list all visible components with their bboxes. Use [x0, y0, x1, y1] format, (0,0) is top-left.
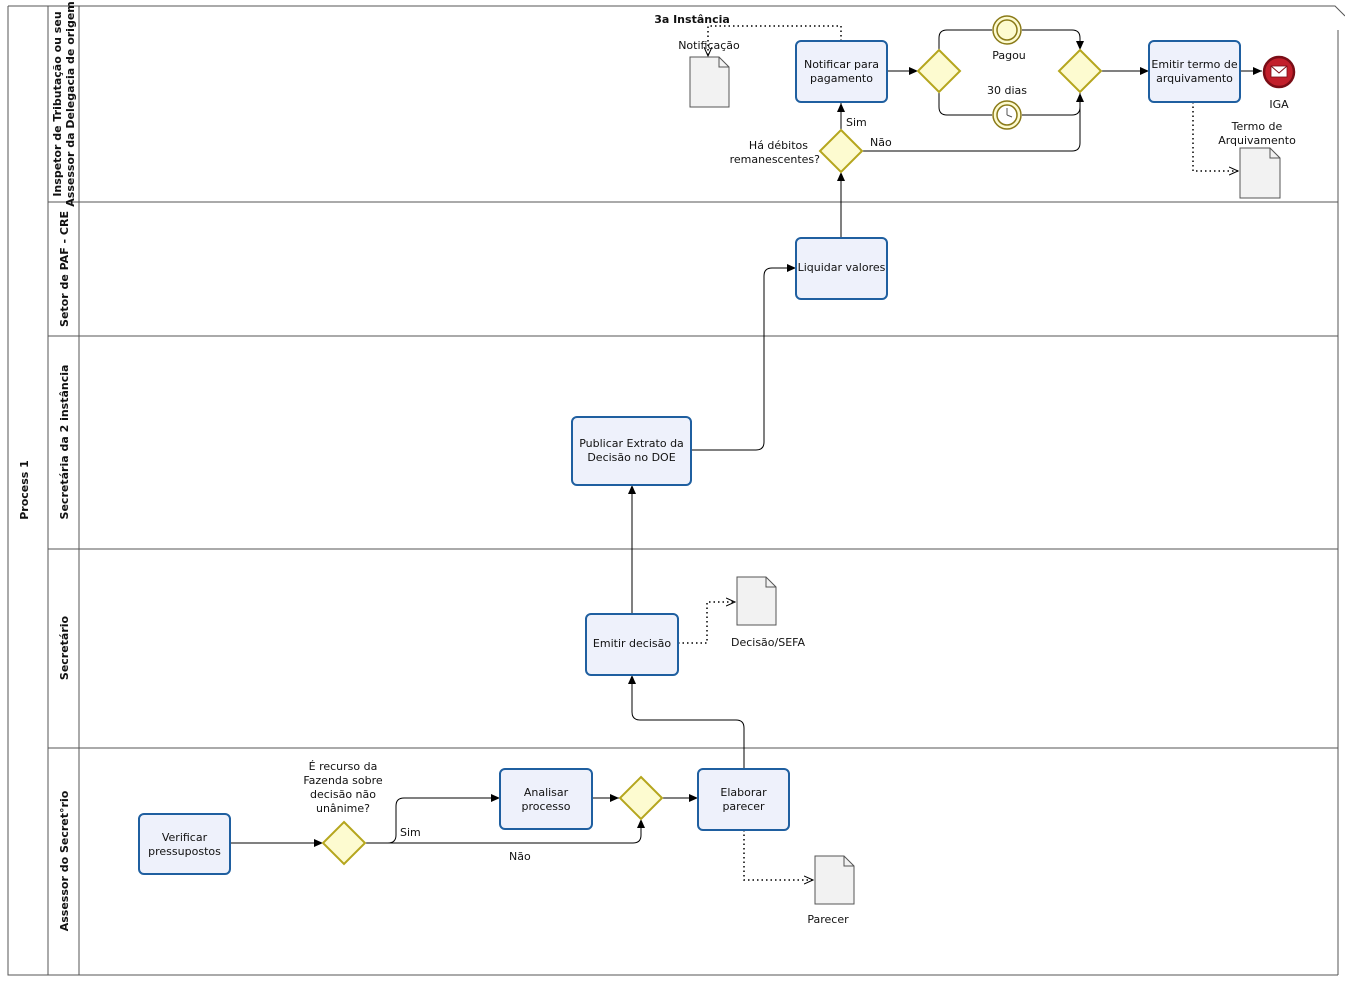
task-emitir-termo-arquivamento[interactable]: Emitir termo de arquivamento — [1148, 40, 1241, 103]
flow-label-nao-recurso: Não — [509, 850, 531, 863]
envelope-icon — [1270, 65, 1288, 78]
document-decisao-sefa[interactable] — [736, 576, 777, 626]
task-notificar-line1: Notificar para — [804, 58, 879, 71]
associations — [678, 25, 1238, 880]
lane-title-secretario: Secretário — [58, 615, 71, 680]
task-verificar-line2: pressupostos — [148, 845, 221, 858]
task-elaborar-parecer[interactable]: Elaborar parecer — [697, 768, 790, 831]
event-30-dias-label: 30 dias — [987, 84, 1027, 97]
sequence-flows — [230, 29, 1262, 847]
lane-title-assessor: Assessor do Secret°rio — [58, 790, 71, 931]
lane-title-inspetor-line1: Inspetor de Tributação ou seu — [51, 11, 64, 196]
pool: Process 1 — [7, 5, 1345, 976]
lane-title-setor: Setor de PAF - CRE — [58, 211, 71, 327]
task-elaborar-line1: Elaborar — [720, 786, 767, 799]
pool-title: Process 1 — [18, 460, 31, 520]
annotation-3a-instancia: 3a Instância — [654, 13, 730, 26]
document-parecer-label: Parecer — [807, 913, 849, 926]
lane-title-secretaria: Secretária da 2 instância — [58, 365, 71, 520]
event-pagou-label: Pagou — [992, 49, 1026, 62]
event-pagou[interactable] — [992, 15, 1022, 45]
task-verificar-pressupostos[interactable]: Verificar pressupostos — [138, 813, 231, 875]
task-publicar-line1: Publicar Extrato da — [579, 437, 684, 450]
gateway-merge-analise[interactable] — [618, 775, 664, 821]
event-timer-30-dias[interactable] — [992, 100, 1022, 130]
task-analisar-processo[interactable]: Analisar processo — [499, 768, 593, 830]
recurso-q-line1: É recurso da — [309, 760, 378, 773]
end-event-iga[interactable] — [1262, 55, 1296, 89]
document-termo-arquivamento[interactable] — [1239, 147, 1281, 199]
task-emitir-termo-line2: arquivamento — [1156, 72, 1233, 85]
recurso-q-line4: unânime? — [316, 802, 370, 815]
flow-label-nao-debitos: Não — [870, 136, 892, 149]
flow-label-sim-debitos: Sim — [846, 116, 867, 129]
task-publicar-extrato[interactable]: Publicar Extrato da Decisão no DOE — [571, 416, 692, 486]
lane-title-inspetor-line2: Assessor da Delegacia de origem — [64, 1, 77, 206]
gateway-event-based[interactable] — [916, 48, 962, 94]
task-verificar-line1: Verificar — [162, 831, 208, 844]
gateway-debitos[interactable] — [818, 128, 864, 174]
document-notificacao-label: Notificação — [678, 39, 740, 52]
task-elaborar-line2: parecer — [722, 800, 765, 813]
task-analisar-line2: processo — [521, 800, 570, 813]
recurso-q-line3: decisão não — [310, 788, 376, 801]
task-liquidar-valores[interactable]: Liquidar valores — [795, 237, 888, 300]
task-emitir-decisao[interactable]: Emitir decisão — [585, 613, 679, 676]
task-notificar-pagamento[interactable]: Notificar para pagamento — [795, 40, 888, 103]
task-notificar-line2: pagamento — [810, 72, 873, 85]
gateway-recurso-question: É recurso da Fazenda sobre decisão não u… — [303, 760, 383, 815]
document-parecer[interactable] — [814, 855, 855, 905]
task-publicar-line2: Decisão no DOE — [587, 451, 675, 464]
document-notificacao[interactable] — [689, 56, 730, 108]
document-termo-label-line2: Arquivamento — [1218, 134, 1296, 147]
document-decisao-label: Decisão/SEFA — [731, 636, 805, 649]
task-emitir-decisao-label: Emitir decisão — [593, 637, 671, 650]
debitos-q-line1: Há débitos — [749, 139, 808, 152]
recurso-q-line2: Fazenda sobre — [303, 774, 383, 787]
end-event-iga-label: IGA — [1269, 98, 1289, 111]
gateway-merge-pagamento[interactable] — [1057, 48, 1103, 94]
debitos-q-line2: remanescentes? — [730, 153, 821, 166]
task-analisar-line1: Analisar — [524, 786, 569, 799]
clock-icon — [1006, 108, 1013, 118]
flow-label-sim-recurso: Sim — [400, 826, 421, 839]
task-emitir-termo-line1: Emitir termo de — [1151, 58, 1237, 71]
document-termo-label-line1: Termo de — [1231, 120, 1283, 133]
task-liquidar-label: Liquidar valores — [798, 261, 886, 274]
gateway-debitos-question: Há débitos remanescentes? — [730, 139, 821, 166]
gateway-recurso[interactable] — [321, 820, 367, 866]
